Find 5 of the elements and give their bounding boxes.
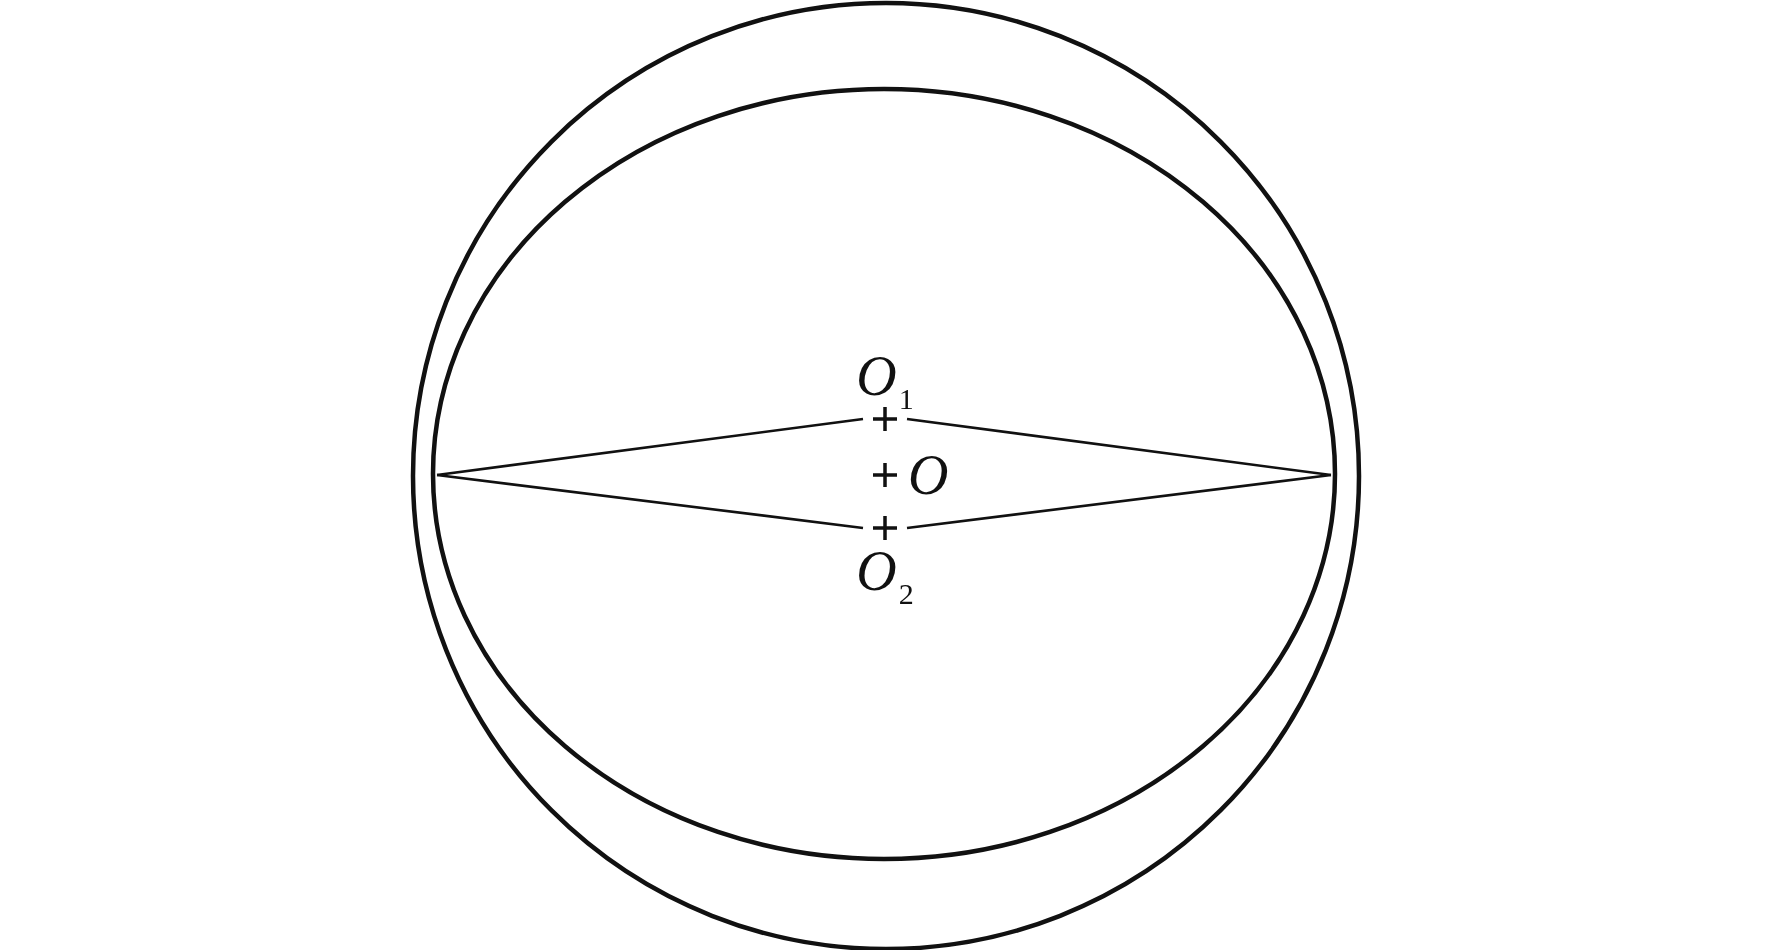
point-label: O: [908, 445, 949, 505]
connector-line: [906, 473, 1332, 530]
connector-line: [436, 473, 864, 530]
connector-line: [906, 417, 1332, 477]
connector-line: [436, 417, 864, 477]
